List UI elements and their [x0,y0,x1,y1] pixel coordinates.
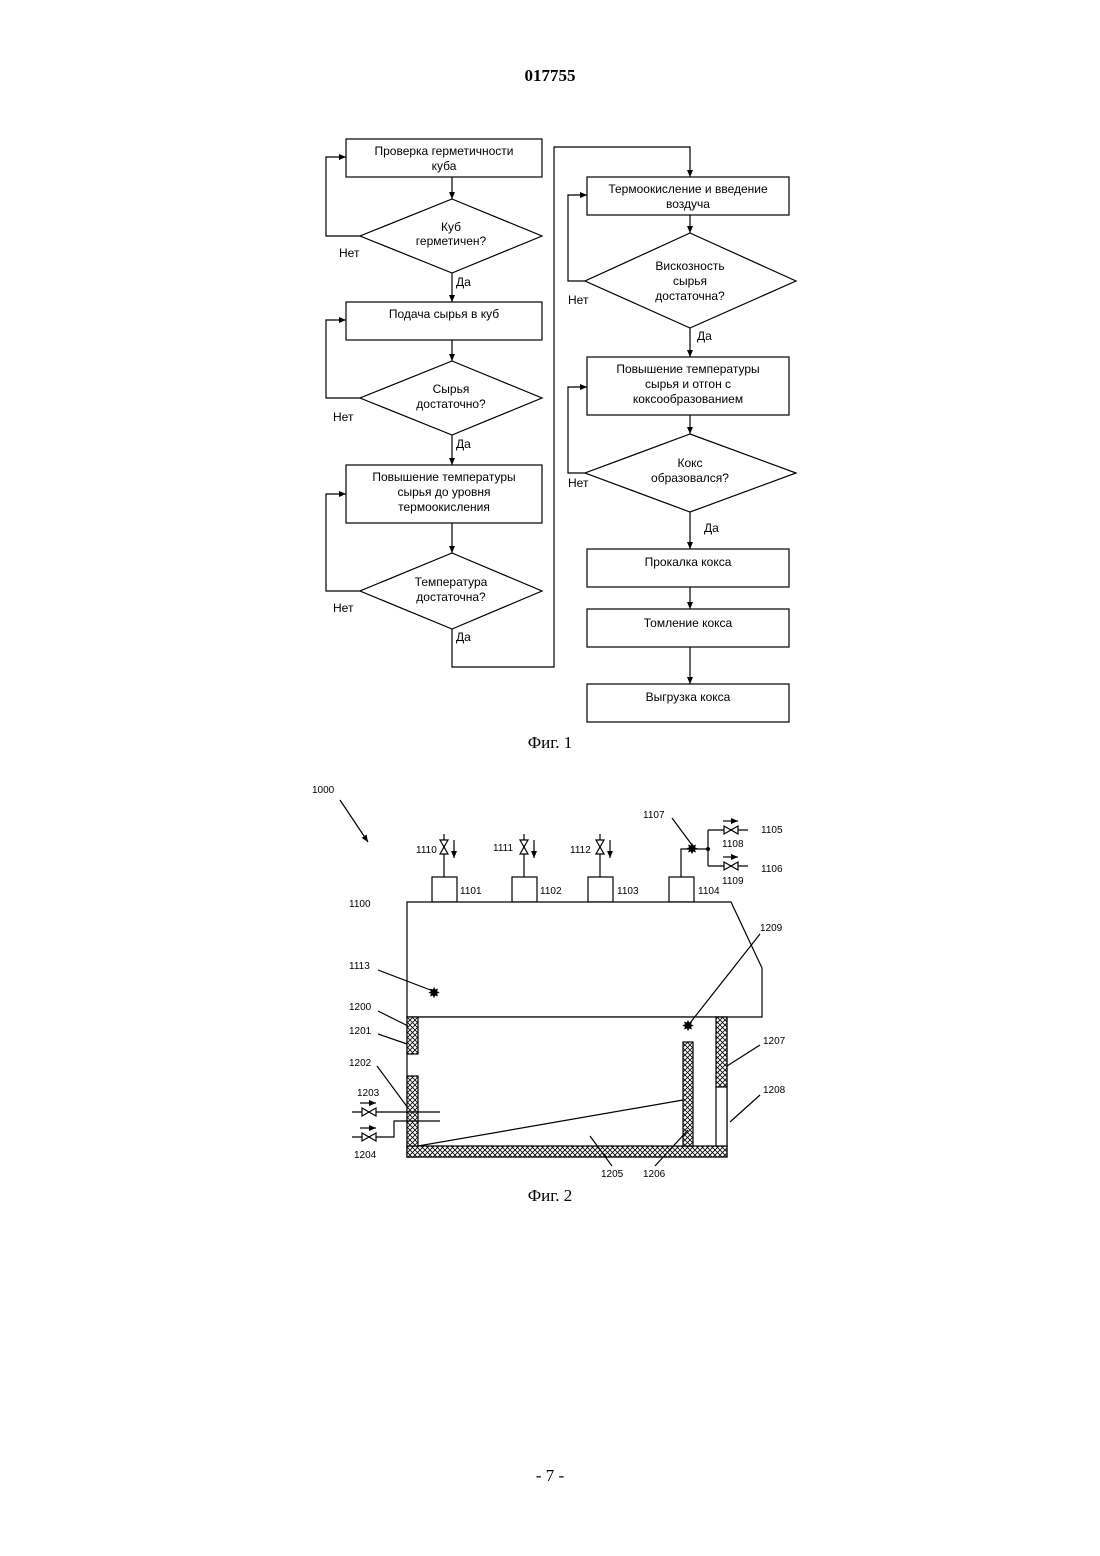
no-label-2: Нет [333,410,354,424]
step5-line2: сырья и отгон с [645,377,731,391]
label-1102: 1102 [540,886,562,897]
nozzle-1103 [588,877,613,902]
check4-line2: сырья [673,274,707,288]
loop-no-5 [568,387,587,473]
nozzle-1102 [512,877,537,902]
step8-line1: Выгрузка кокса [646,690,731,704]
yes-label-3: Да [456,630,471,644]
step5-line1: Повышение температуры [616,362,759,376]
step3-line1: Повышение температуры [372,470,515,484]
check4-line3: достаточна? [655,289,725,303]
label-1203: 1203 [357,1088,380,1099]
figure2-caption: Фиг. 2 [0,1186,1100,1206]
step3-line2: сырья до уровня [397,485,490,499]
label-1206: 1206 [643,1169,666,1180]
check1-line1: Куб [441,220,461,234]
label-1104: 1104 [698,886,720,897]
label-1100: 1100 [349,899,371,910]
check5-line2: образовался? [651,471,729,485]
yes-label-4: Да [697,329,712,343]
step5-line3: коксообразованием [633,392,743,406]
flowchart [326,139,796,722]
label-1107: 1107 [643,810,665,821]
apparatus-drawing [340,800,762,1166]
label-1000: 1000 [312,785,335,796]
label-1209: 1209 [760,923,783,934]
label-1108: 1108 [722,839,744,850]
check5-line1: Кокс [677,456,702,470]
step7-line1: Томление кокса [644,616,733,630]
step3-line3: термоокисления [398,500,490,514]
label-1112: 1112 [570,845,591,856]
check4-line1: Вискозность [655,259,724,273]
figure1-caption: Фиг. 1 [0,733,1100,753]
label-1200: 1200 [349,1002,372,1013]
no-label-3: Нет [333,601,354,615]
sensor-1113-icon: ✸ [428,985,441,1002]
no-label-1: Нет [339,246,360,260]
label-1103: 1103 [617,886,639,897]
step6-line1: Прокалка кокса [645,555,732,569]
no-label-5: Нет [568,476,589,490]
check1-line2: герметичен? [416,234,487,248]
step4-line1: Термоокисление и введение [608,182,768,196]
label-1109: 1109 [722,876,744,887]
step1-line2: куба [432,159,457,173]
lower-body-1200 [407,1017,727,1157]
no-label-4: Нет [568,293,589,307]
label-1201: 1201 [349,1026,372,1037]
label-1106: 1106 [761,864,783,875]
step2-line1: Подача сырья в куб [389,307,499,321]
yes-label-5: Да [704,521,719,535]
label-1105: 1105 [761,825,783,836]
step4-line2: воздуча [666,197,710,211]
label-1207: 1207 [763,1036,786,1047]
label-1205: 1205 [601,1169,624,1180]
label-1110: 1110 [416,845,437,856]
loop-no-4 [568,195,587,281]
yes-label-2: Да [456,437,471,451]
label-1101: 1101 [460,886,482,897]
label-1202: 1202 [349,1058,372,1069]
page-number: - 7 - [0,1466,1100,1486]
nozzle-1104 [669,877,694,902]
label-1204: 1204 [354,1150,377,1161]
sensor-1209-icon: ✸ [682,1018,695,1035]
nozzle-1101 [432,877,457,902]
label-1111: 1111 [493,843,513,854]
label-1208: 1208 [763,1085,786,1096]
step1-line1: Проверка герметичности [374,144,513,158]
check2-line2: достаточно? [416,397,486,411]
check3-line2: достаточна? [416,590,486,604]
check3-line1: Температура [415,575,488,589]
yes-label-1: Да [456,275,471,289]
sensor-1107-icon: ✸ [686,841,699,858]
label-1113: 1113 [349,961,370,972]
check2-line1: Сырья [433,382,470,396]
